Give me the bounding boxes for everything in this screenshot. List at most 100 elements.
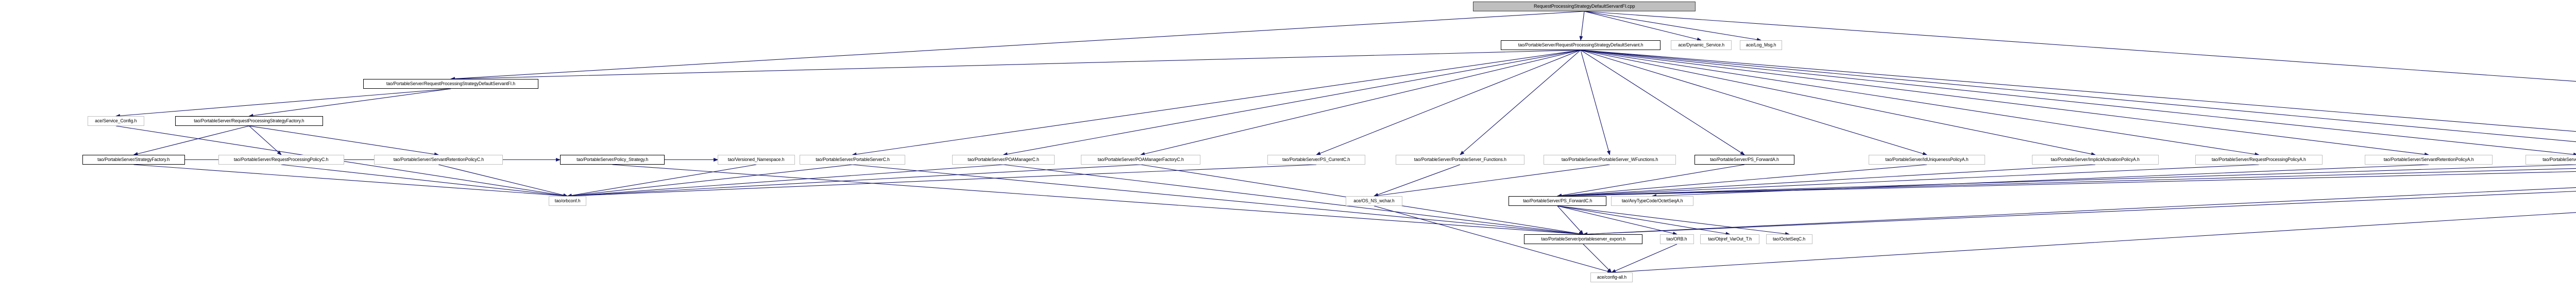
node-label: ace/OS_NS_wchar.h	[1353, 198, 1395, 203]
graph-node[interactable]: ace/OS_NS_wchar.h	[1346, 196, 1402, 206]
node-label: tao/PortableServer/PortableServerC.h	[815, 157, 890, 162]
graph-node[interactable]: tao/AnyTypeCode/OctetSeqA.h	[1611, 196, 1693, 206]
graph-node[interactable]: tao/PortableServer/PS_ForwardC.h	[1509, 196, 1606, 206]
node-label: tao/PortableServer/Policy_Strategy.h	[576, 157, 649, 162]
graph-edge	[1583, 191, 2576, 236]
graph-edge	[1580, 50, 1927, 156]
graph-node[interactable]: tao/PortableServer/ImplicitActivationPol…	[2032, 155, 2159, 165]
graph-node[interactable]: tao/PortableServer/ThreadPolicyA.h	[2526, 155, 2576, 165]
graph-edge	[1611, 244, 1677, 273]
node-label: tao/Objref_VarOut_T.h	[1708, 236, 1752, 242]
node-label: tao/PortableServer/ImplicitActivationPol…	[2050, 157, 2140, 162]
graph-node[interactable]: tao/PortableServer/PS_CurrentC.h	[1267, 155, 1365, 165]
node-label: tao/AnyTypeCode/OctetSeqA.h	[1621, 198, 1683, 203]
node-label: tao/PortableServer/RequestProcessingStra…	[1518, 42, 1643, 47]
graph-edge	[1580, 50, 2096, 156]
graph-edge	[1557, 164, 1745, 198]
node-label: tao/PortableServer/POAManagerFactoryC.h	[1097, 157, 1184, 162]
node-label: tao/PortableServer/PortableServer_WFunct…	[1561, 157, 1658, 162]
graph-edge	[1003, 50, 1581, 156]
graph-node[interactable]: ace/Service_Config.h	[88, 116, 144, 126]
node-label: tao/PortableServer/PortableServer_Functi…	[1414, 157, 1506, 162]
graph-edge	[1557, 164, 2576, 198]
node-label: tao/PortableServer/PS_CurrentC.h	[1282, 157, 1350, 162]
graph-node[interactable]: tao/PortableServer/IdUniquenessPolicyA.h	[1869, 155, 1985, 165]
graph-node[interactable]: tao/Objref_VarOut_T.h	[1700, 234, 1759, 244]
graph-node[interactable]: tao/OctetSeqC.h	[1766, 234, 1812, 244]
graph-node[interactable]: tao/PortableServer/RequestProcessingStra…	[1501, 40, 1660, 50]
graph-node[interactable]: tao/PortableServer/PortableServer_WFunct…	[1544, 155, 1676, 165]
graph-edge	[133, 164, 568, 198]
graph-edge	[1557, 164, 2259, 198]
graph-node[interactable]: tao/PortableServer/StrategyFactory.h	[82, 155, 185, 165]
graph-node[interactable]: ace/Dynamic_Service.h	[1671, 40, 1732, 50]
graph-node[interactable]: tao/PortableServer/RequestProcessingPoli…	[2195, 155, 2323, 165]
graph-node[interactable]: tao/ORB.h	[1660, 234, 1694, 244]
graph-edge	[1611, 212, 2576, 274]
node-label: tao/OctetSeqC.h	[1773, 236, 1806, 242]
graph-node[interactable]: tao/PortableServer/Policy_Strategy.h	[560, 155, 665, 165]
graph-node[interactable]: tao/PortableServer/PortableServerC.h	[800, 155, 905, 165]
graph-edge	[1003, 164, 1584, 236]
graph-edge	[1580, 50, 2429, 156]
graph-edge	[1316, 50, 1581, 155]
graph-edge	[115, 88, 451, 118]
graph-edge	[567, 164, 853, 198]
graph-edge	[249, 125, 282, 155]
node-label: tao/PortableServer/RequestProcessingPoli…	[2212, 157, 2306, 162]
node-label: ace/config-all.h	[1597, 275, 1626, 280]
graph-edge	[1374, 164, 1610, 198]
graph-node[interactable]: tao/PortableServer/RequestProcessingPoli…	[218, 155, 344, 165]
graph-edge	[1580, 50, 1745, 155]
graph-node[interactable]: tao/PortableServer/portableserver_export…	[1524, 234, 1642, 244]
graph-edge	[1583, 187, 2576, 236]
node-label: tao/PortableServer/RequestProcessingStra…	[386, 81, 516, 86]
graph-root-node[interactable]: RequestProcessingStrategyDefaultServantF…	[1473, 2, 1696, 11]
graph-edge	[1557, 171, 2576, 198]
graph-node[interactable]: tao/PortableServer/PS_ForwardA.h	[1694, 155, 1794, 165]
graph-edge	[450, 48, 1581, 79]
node-label: tao/PortableServer/StrategyFactory.h	[97, 157, 170, 162]
graph-edge	[567, 164, 1004, 198]
graph-node[interactable]: tao/PortableServer/ServantRetentionPolic…	[374, 155, 503, 165]
node-label: tao/PortableServer/POAManagerC.h	[968, 157, 1039, 162]
graph-edge	[133, 125, 249, 156]
graph-node[interactable]: ace/config-all.h	[1590, 272, 1633, 282]
graph-edge	[1557, 205, 1584, 235]
graph-edge	[1580, 50, 2576, 156]
graph-node[interactable]: tao/Versioned_Namespace.h	[718, 155, 795, 165]
node-label: ace/Service_Config.h	[95, 118, 137, 123]
graph-edge	[1580, 50, 2576, 132]
graph-edge	[1584, 11, 1761, 42]
graph-node[interactable]: tao/PortableServer/RequestProcessingStra…	[363, 79, 538, 89]
node-label: tao/PortableServer/ThreadPolicyA.h	[2543, 157, 2576, 162]
graph-node[interactable]: tao/PortableServer/POAManagerC.h	[952, 155, 1055, 165]
node-label: tao/PortableServer/PS_ForwardA.h	[1710, 157, 1779, 162]
graph-edge	[852, 164, 1584, 236]
graph-edge	[1652, 164, 2429, 198]
graph-edge	[1584, 11, 1702, 41]
node-label: tao/PortableServer/ServantRetentionPolic…	[393, 157, 484, 162]
node-label: ace/Dynamic_Service.h	[1678, 42, 1724, 47]
graph-node[interactable]: tao/PortableServer/ServantRetentionPolic…	[2365, 155, 2493, 165]
graph-edge	[248, 88, 451, 118]
graph-node[interactable]: tao/PortableServer/RequestProcessingStra…	[175, 116, 323, 126]
graph-edge	[612, 164, 1584, 236]
node-label: ace/Log_Msg.h	[1745, 42, 1776, 47]
graph-edge	[567, 164, 1141, 198]
graph-node[interactable]: ace/Log_Msg.h	[1740, 40, 1782, 50]
node-label: RequestProcessingStrategyDefaultServantF…	[1533, 3, 1635, 9]
node-label: tao/Versioned_Namespace.h	[728, 157, 785, 162]
graph-edge	[1460, 50, 1581, 155]
graph-node[interactable]: tao/orbconf.h	[549, 196, 586, 206]
graph-edge	[1557, 164, 2096, 198]
node-label: tao/ORB.h	[1667, 236, 1687, 242]
graph-edge	[1140, 50, 1581, 156]
graph-node[interactable]: tao/PortableServer/PortableServer_Functi…	[1396, 155, 1524, 165]
graph-edge	[450, 11, 1585, 81]
graph-edge	[1584, 11, 2576, 82]
graph-edge	[1580, 50, 2260, 156]
graph-edge	[1374, 164, 1461, 197]
graph-node[interactable]: tao/PortableServer/POAManagerFactoryC.h	[1081, 155, 1200, 165]
